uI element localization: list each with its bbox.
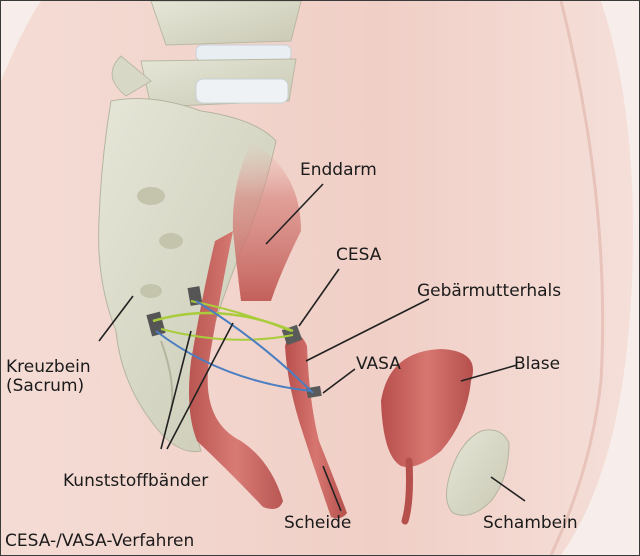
- label-cesa: CESA: [336, 245, 381, 265]
- label-scheide: Scheide: [284, 513, 351, 533]
- label-enddarm: Enddarm: [300, 160, 377, 180]
- label-blase: Blase: [514, 354, 560, 374]
- label-kunststoffbaender: Kunststoffbänder: [63, 471, 208, 491]
- diagram-caption: CESA-/VASA-Verfahren: [5, 531, 194, 551]
- label-schambein: Schambein: [483, 513, 578, 533]
- label-gebaermutterhals: Gebärmutterhals: [417, 281, 561, 301]
- label-sacrum: (Sacrum): [6, 377, 84, 396]
- label-kreuzbein: Kreuzbein: [6, 358, 91, 377]
- label-vasa: VASA: [356, 354, 401, 374]
